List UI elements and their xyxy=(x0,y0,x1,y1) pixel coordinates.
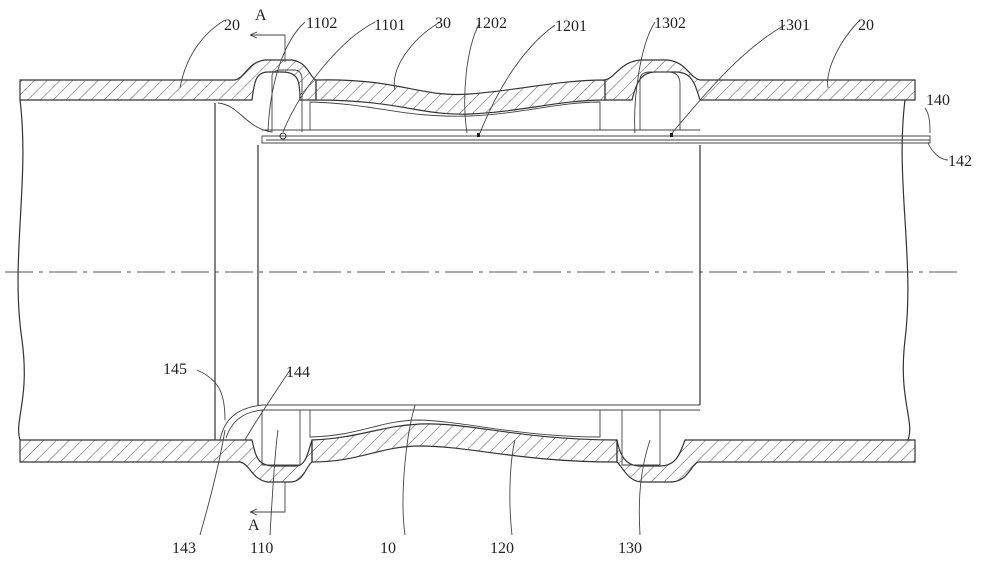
label-1201: 1201 xyxy=(555,18,587,35)
top-pipe-wall xyxy=(19,59,916,115)
left-break-line xyxy=(17,99,25,441)
label-143: 143 xyxy=(172,540,196,557)
right-break-line xyxy=(901,99,911,441)
label-10: 10 xyxy=(380,540,396,557)
tube-140 xyxy=(261,135,931,144)
label-130: 130 xyxy=(618,540,642,557)
label-1301: 1301 xyxy=(778,17,810,34)
label-1202: 1202 xyxy=(475,15,507,32)
section-marker-bottom xyxy=(249,482,286,516)
label-110: 110 xyxy=(250,540,273,557)
label-1101: 1101 xyxy=(374,17,405,34)
label-142: 142 xyxy=(948,153,972,170)
label-145: 145 xyxy=(163,361,187,378)
nozzle-1101 xyxy=(279,132,287,140)
label-section-a-top: A xyxy=(255,7,267,24)
nozzle-1201 xyxy=(477,133,480,137)
bottom-pipe-wall xyxy=(19,423,916,483)
reference-labels: 20 A 1102 1101 30 1202 1201 1302 1301 20… xyxy=(163,7,972,557)
section-marker-top xyxy=(249,31,286,62)
nozzle-1301 xyxy=(670,133,673,137)
label-section-a-bottom: A xyxy=(248,517,260,534)
label-20-right: 20 xyxy=(858,17,874,34)
leader-lines xyxy=(179,19,949,536)
bottom-chambers xyxy=(219,404,700,466)
label-140: 140 xyxy=(926,92,950,109)
label-120: 120 xyxy=(490,540,514,557)
label-30: 30 xyxy=(435,15,451,32)
label-20-left: 20 xyxy=(224,17,240,34)
label-1302: 1302 xyxy=(654,15,686,32)
label-1102: 1102 xyxy=(306,15,337,32)
label-144: 144 xyxy=(286,364,310,381)
